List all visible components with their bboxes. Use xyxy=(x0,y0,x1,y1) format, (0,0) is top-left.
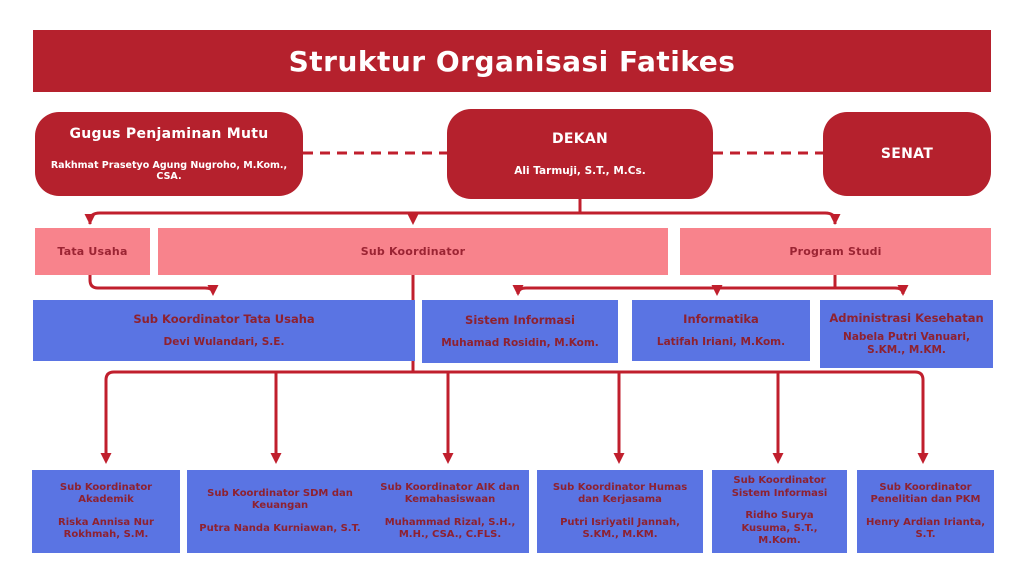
box-gugus-penjaminan-mutu: Gugus Penjaminan Mutu Rakhmat Prasetyo A… xyxy=(35,112,303,196)
box-dekan: DEKAN Ali Tarmuji, S.T., M.Cs. xyxy=(447,109,713,199)
box-person: Putri Isriyatil Jannah, S.KM., M.KM. xyxy=(560,516,680,541)
box-person: Ridho Surya Kusuma, S.T., M.Kom. xyxy=(741,510,818,547)
box-title: Sistem Informasi xyxy=(465,313,575,328)
box-sub-koordinator-akademik: Sub Koordinator Akademik Riska Annisa Nu… xyxy=(32,470,180,553)
box-person: Muhammad Rizal, S.H., M.H., CSA., C.FLS. xyxy=(384,516,516,541)
box-sub-koordinator-aik-kemahasiswaan: Sub Koordinator AIK dan Kemahasiswaan Mu… xyxy=(371,470,529,553)
box-sub-koordinator-sdm-keuangan: Sub Koordinator SDM dan Keuangan Putra N… xyxy=(187,470,373,553)
split1-bar xyxy=(88,211,837,224)
box-label: Sub Koordinator xyxy=(360,245,466,258)
box-person: Putra Nanda Kurniawan, S.T. xyxy=(199,522,361,534)
box-title: SENAT xyxy=(880,146,934,162)
tatausaha-to-subtatausaha xyxy=(88,275,219,296)
box-administrasi-kesehatan: Administrasi Kesehatan Nabela Putri Vanu… xyxy=(820,300,993,368)
box-person: Henry Ardian Irianta, S.T. xyxy=(865,516,986,541)
box-person: Latifah Iriani, M.Kom. xyxy=(656,335,786,348)
split2-bar xyxy=(516,286,905,295)
box-sub-koordinator-humas-kerjasama: Sub Koordinator Humas dan Kerjasama Putr… xyxy=(537,470,703,553)
title-banner: Struktur Organisasi Fatikes xyxy=(33,30,991,92)
box-sistem-informasi: Sistem Informasi Muhamad Rosidin, M.Kom. xyxy=(422,300,618,363)
box-title: Gugus Penjaminan Mutu xyxy=(69,126,269,142)
box-tata-usaha: Tata Usaha xyxy=(35,228,150,275)
page-title: Struktur Organisasi Fatikes xyxy=(288,44,736,78)
box-sub-koordinator-sistem-informasi: Sub Koordinator Sistem Informasi Ridho S… xyxy=(712,470,847,553)
box-title: Informatika xyxy=(683,312,759,327)
box-label: Tata Usaha xyxy=(57,245,128,258)
box-senat: SENAT xyxy=(823,112,991,196)
box-title: Sub Koordinator SDM dan Keuangan xyxy=(207,487,353,512)
box-title: Administrasi Kesehatan xyxy=(829,311,984,326)
box-title: Sub Koordinator AIK dan Kemahasiswaan xyxy=(380,481,520,506)
box-title: DEKAN xyxy=(551,131,609,147)
box-program-studi: Program Studi xyxy=(680,228,991,275)
box-person: Ali Tarmuji, S.T., M.Cs. xyxy=(514,165,646,177)
box-sub-koordinator-tata-usaha: Sub Koordinator Tata Usaha Devi Wulandar… xyxy=(33,300,415,361)
box-person: Rakhmat Prasetyo Agung Nugroho, M.Kom., … xyxy=(50,160,288,182)
box-title: Sub Koordinator Tata Usaha xyxy=(133,312,315,327)
box-person: Devi Wulandari, S.E. xyxy=(163,335,285,348)
box-person: Riska Annisa Nur Rokhmah, S.M. xyxy=(58,516,154,541)
box-title: Sub Koordinator Akademik xyxy=(59,481,153,506)
box-label: Program Studi xyxy=(789,245,882,258)
box-person: Nabela Putri Vanuari, S.KM., M.KM. xyxy=(843,330,970,356)
box-title: Sub Koordinator Penelitian dan PKM xyxy=(870,481,981,506)
box-title: Sub Koordinator Sistem Informasi xyxy=(731,475,828,499)
box-person: Muhamad Rosidin, M.Kom. xyxy=(441,336,599,349)
bottom-bar xyxy=(104,370,925,455)
box-sub-koordinator: Sub Koordinator xyxy=(158,228,668,275)
box-sub-koordinator-penelitian-pkm: Sub Koordinator Penelitian dan PKM Henry… xyxy=(857,470,994,553)
box-informatika: Informatika Latifah Iriani, M.Kom. xyxy=(632,300,810,361)
box-title: Sub Koordinator Humas dan Kerjasama xyxy=(552,481,688,506)
